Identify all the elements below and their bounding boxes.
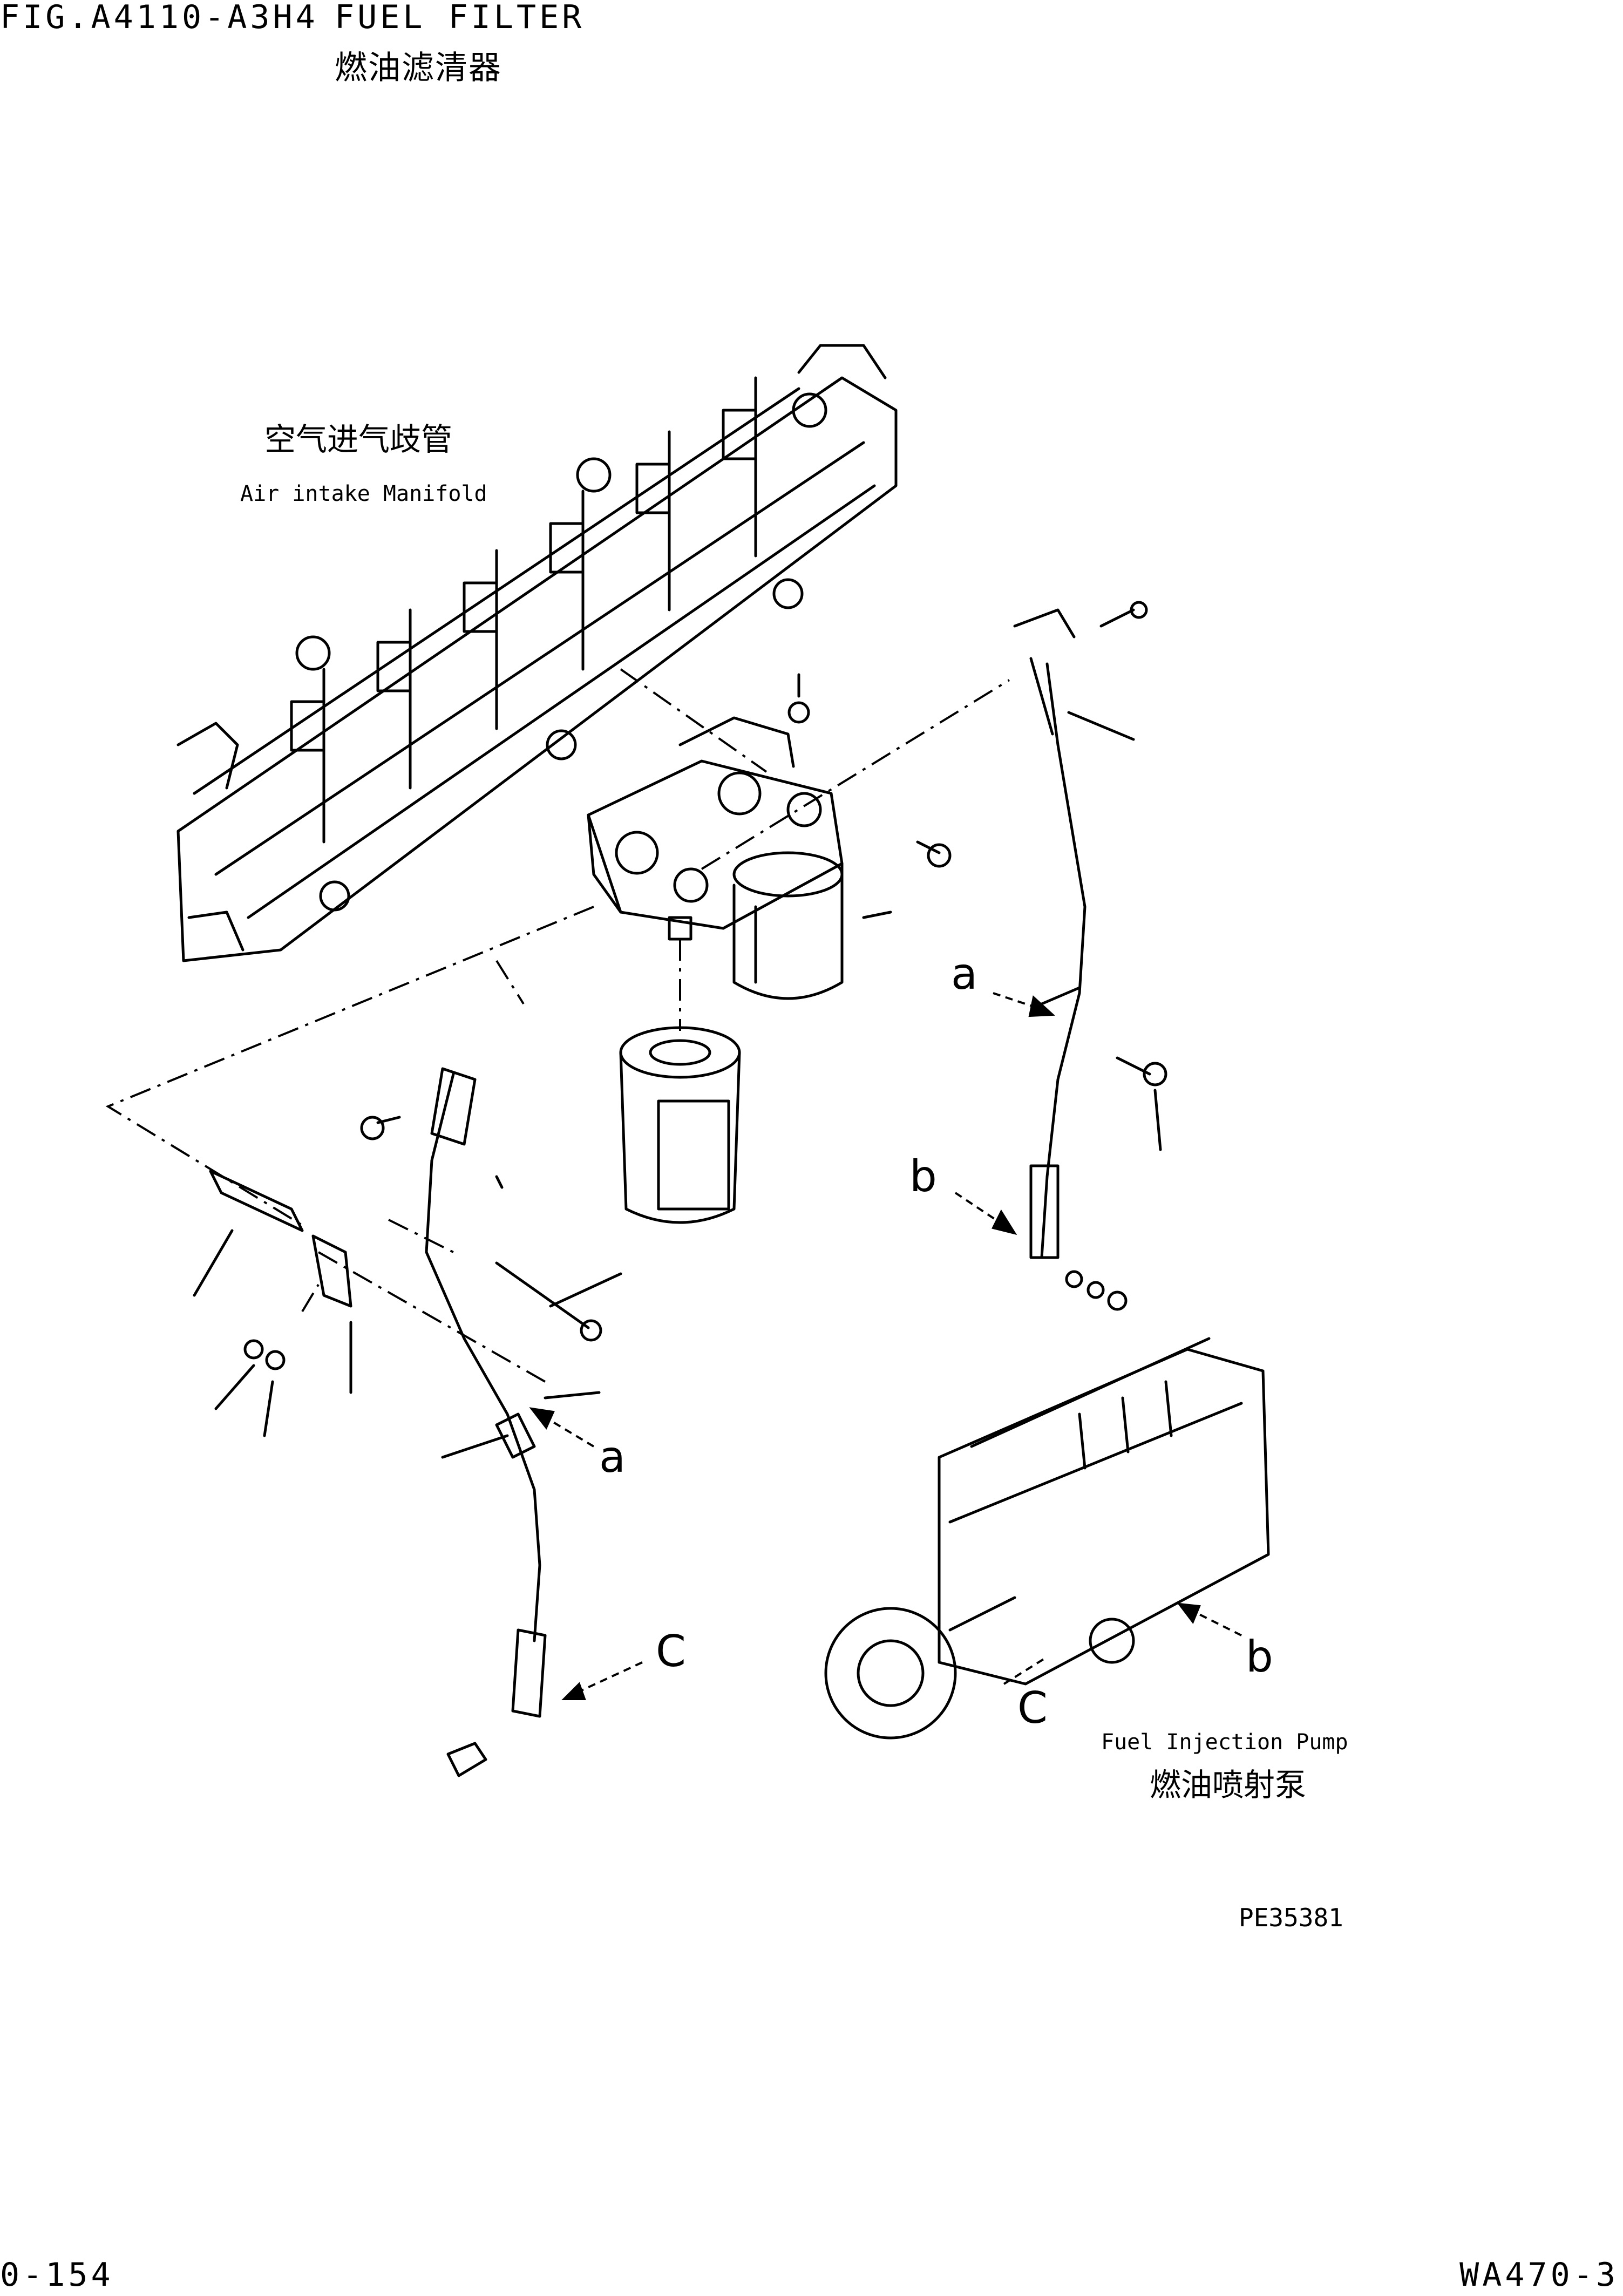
drawing-code: PE35381 — [1239, 1903, 1343, 1932]
fuel-line-left — [426, 1069, 545, 1716]
fuel-filter-element — [621, 1028, 739, 1222]
pump-label-cn: 燃油喷射泵 — [1150, 1767, 1307, 1803]
callout-b-right: b — [909, 1151, 937, 1201]
fuel-injection-pump — [826, 1339, 1268, 1738]
page-number: 0-154 — [0, 2256, 114, 2294]
callout-b-pump: b — [1246, 1632, 1273, 1682]
manifold-label-cn: 空气进气歧管 — [264, 421, 453, 458]
filter-head-bracket — [588, 718, 842, 939]
air-intake-manifold — [178, 345, 896, 961]
callout-c-pump: C — [1017, 1683, 1048, 1733]
fasteners — [210, 602, 1166, 1776]
callout-c-left: C — [656, 1626, 686, 1676]
leader-lines — [194, 712, 1160, 1457]
callout-a-right: a — [951, 949, 978, 999]
figure-title-en: FUEL FILTER — [335, 0, 585, 36]
exploded-parts-diagram — [0, 0, 1623, 1997]
callout-a-left: a — [599, 1432, 626, 1482]
pump-label-en: Fuel Injection Pump — [1101, 1730, 1348, 1755]
phantom-lines — [108, 669, 1009, 1382]
model-code: WA470-3 — [1459, 2256, 1619, 2294]
figure-number: FIG.A4110-A3H4 — [0, 0, 318, 36]
callout-arrows — [532, 993, 1241, 1699]
fuel-line-right — [1015, 610, 1085, 1258]
manifold-label-en: Air intake Manifold — [240, 481, 487, 506]
fuel-filter-installed — [734, 853, 842, 998]
figure-title-cn: 燃油滤清器 — [335, 49, 502, 87]
